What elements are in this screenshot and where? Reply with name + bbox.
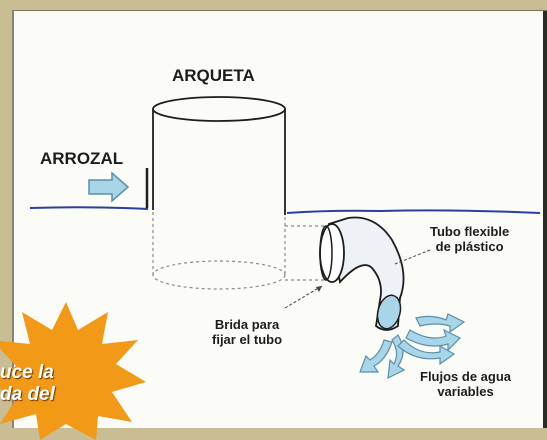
starburst-shape <box>0 302 146 440</box>
flujos-label-line1: Flujos de agua <box>420 369 512 384</box>
tubo-label: Tubo flexible de plástico <box>430 224 510 255</box>
inflow-arrow <box>88 171 130 203</box>
brida-label: Brida para fijar el tubo <box>212 317 283 348</box>
starburst-text: uce la da del <box>0 362 55 406</box>
brida-label-line2: fijar el tubo <box>212 331 283 347</box>
flow-arrow-2 <box>405 328 462 352</box>
flujos-label: Flujos de agua variables <box>420 369 512 400</box>
diagram-drawing <box>29 96 541 380</box>
brida-callout-line <box>284 285 323 309</box>
brida-label-line1: Brida para <box>214 317 280 332</box>
water-level-left <box>29 206 149 210</box>
flow-arrow-5 <box>359 339 393 373</box>
tubo-label-line1: Tubo flexible <box>430 224 510 239</box>
arqueta-bottom <box>152 260 286 290</box>
water-level-right <box>286 209 541 214</box>
flow-arrow-3 <box>415 313 466 334</box>
brida-callout-head <box>316 286 322 292</box>
starburst-line2: da del <box>0 383 55 405</box>
tube-outlet <box>376 294 402 330</box>
starburst-line1: uce la <box>0 362 54 383</box>
arrozal-label: ARROZAL <box>40 149 124 168</box>
flow-arrow-4 <box>397 339 456 366</box>
starburst-badge <box>0 302 146 440</box>
tubo-label-line2: de plástico <box>435 238 504 254</box>
arqueta-label: ARQUETA <box>172 66 255 85</box>
flujos-label-line2: variables <box>437 383 494 399</box>
arqueta-top <box>152 96 286 122</box>
flange-ring <box>319 225 333 281</box>
tubo-callout-line <box>394 249 431 265</box>
